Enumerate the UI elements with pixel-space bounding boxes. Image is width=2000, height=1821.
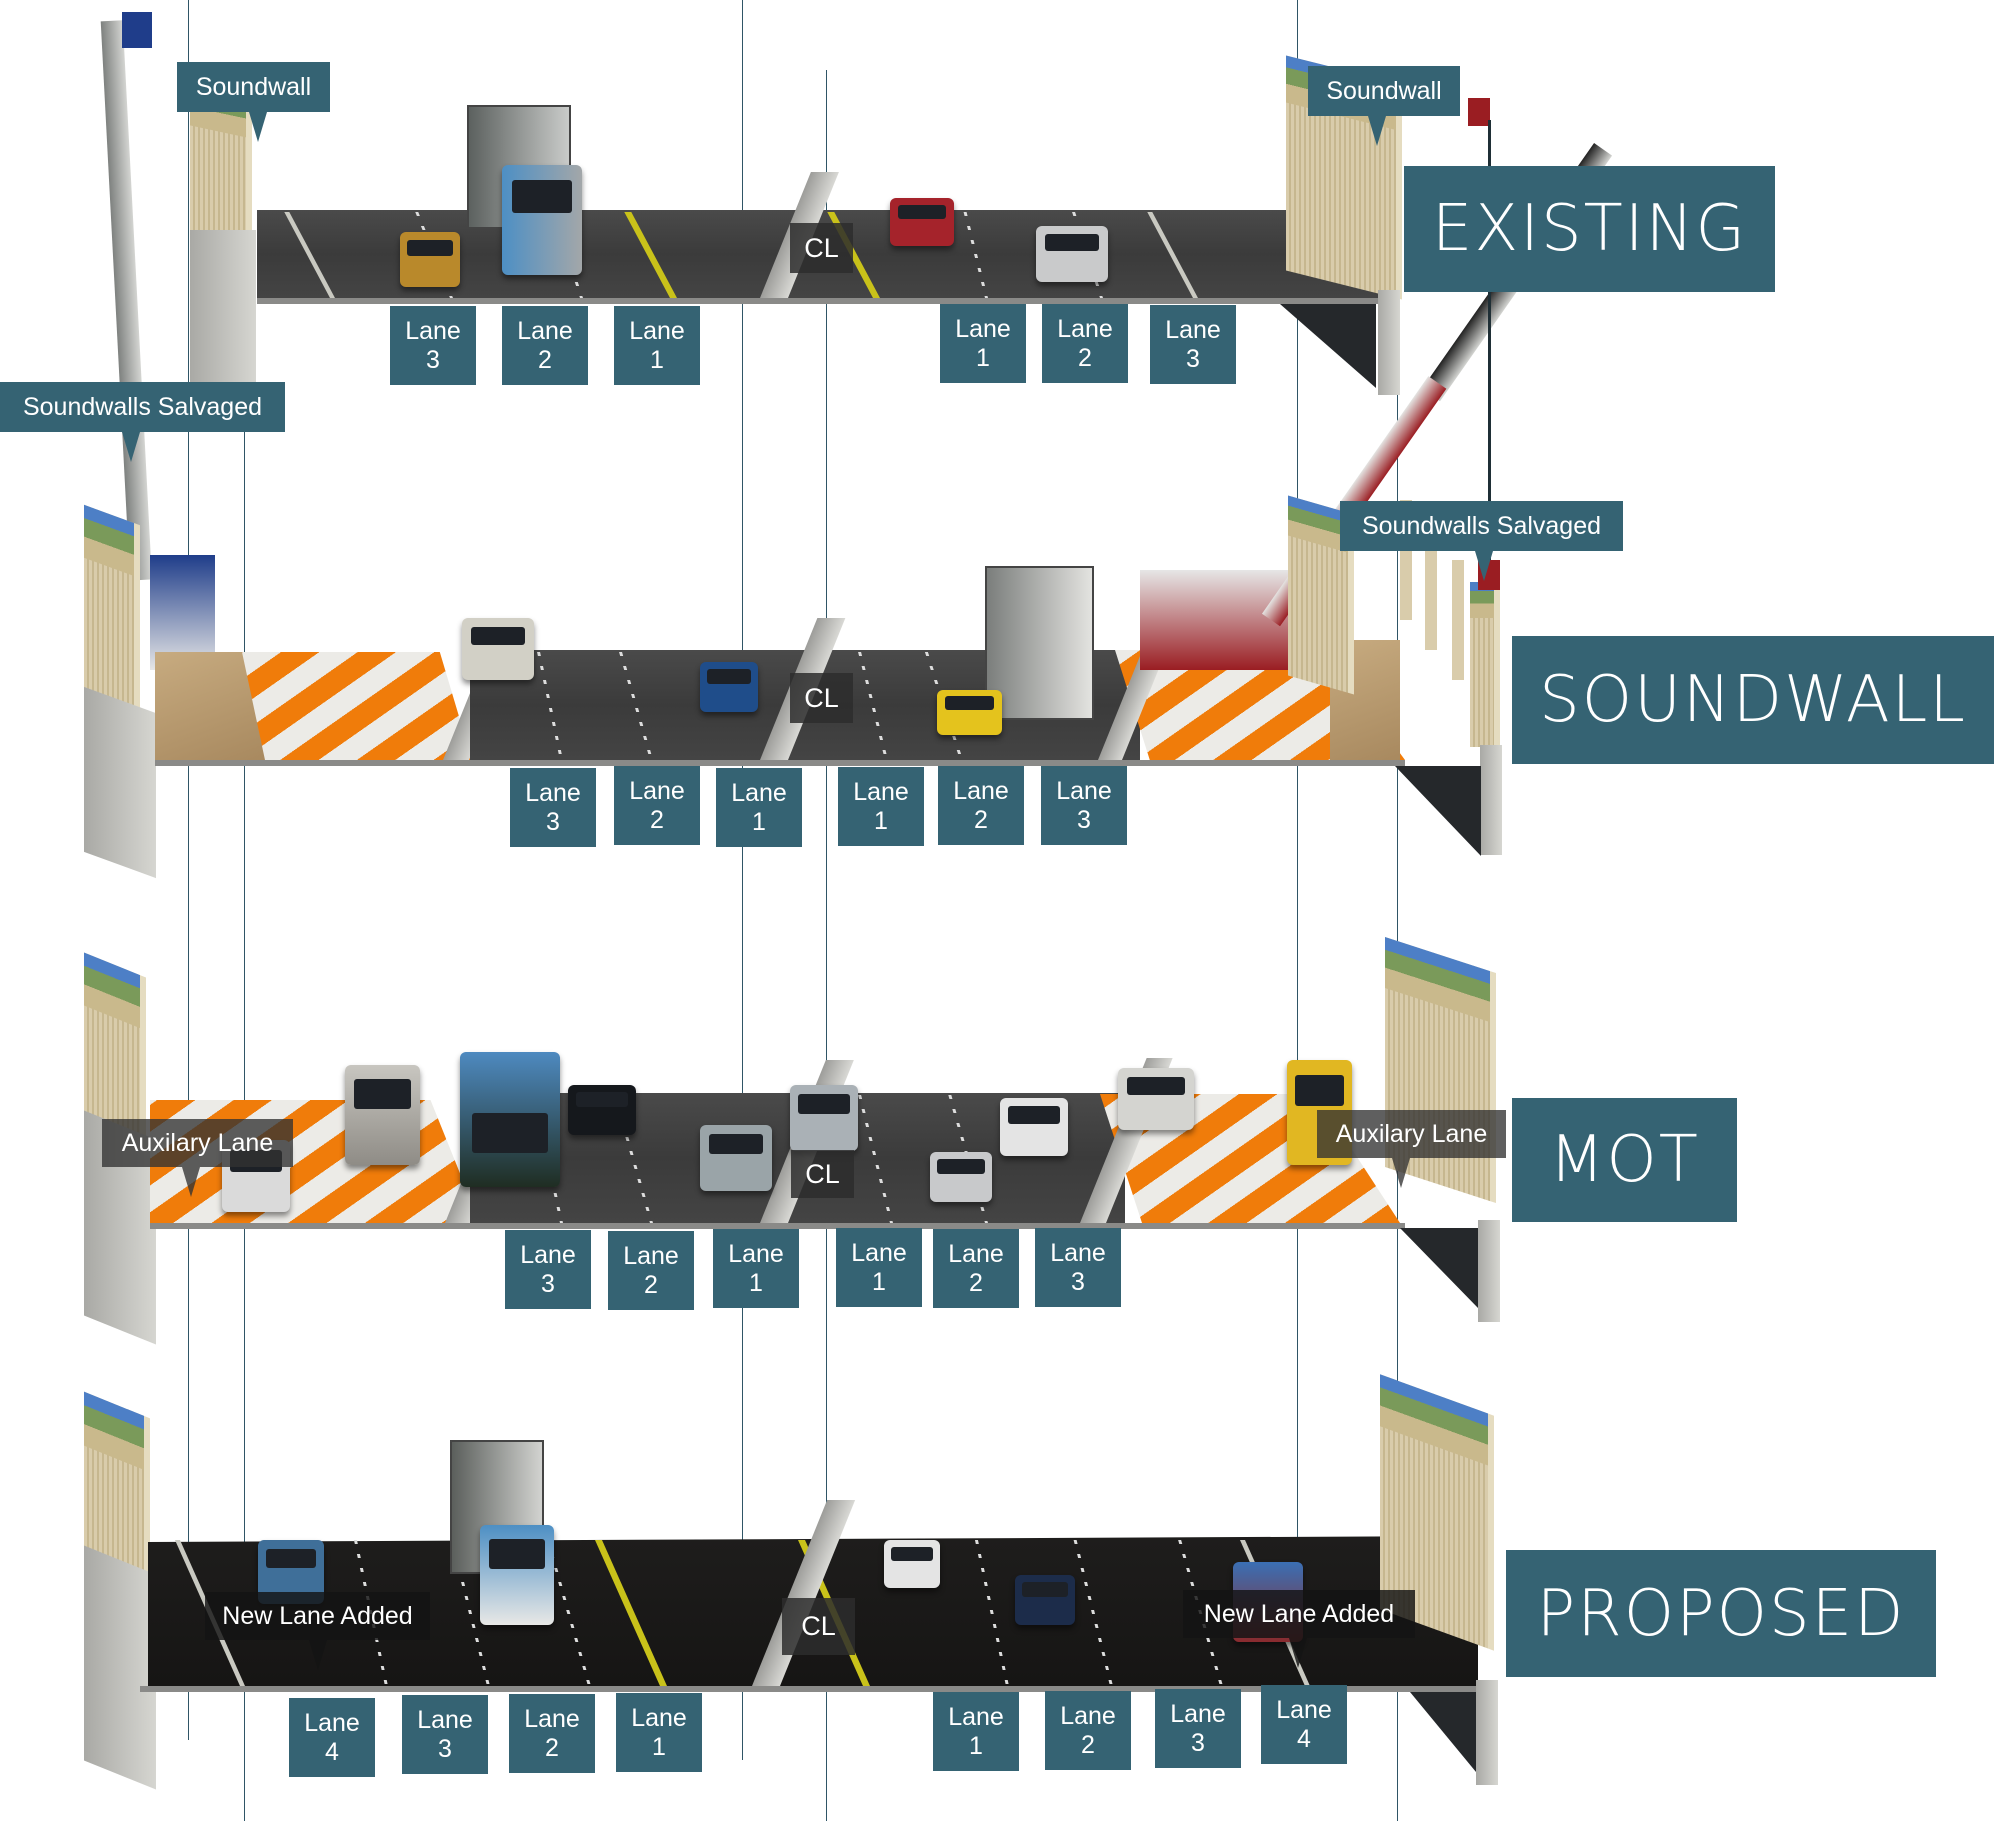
callout-text: Soundwall <box>195 72 312 101</box>
deck-underside <box>1400 1228 1478 1308</box>
wall-base <box>1378 290 1400 395</box>
soundwall-callout: Soundwall <box>177 62 330 142</box>
stage-banner-soundwall: SOUNDWALL <box>1512 636 1994 764</box>
callout-text: Soundwalls Salvaged <box>1361 511 1602 540</box>
crane-cable <box>1488 120 1491 590</box>
auxiliary-lane-callout: Auxilary Lane <box>102 1119 293 1197</box>
stage-banner-proposed: PROPOSED <box>1506 1550 1936 1677</box>
deck-edge <box>140 1686 1480 1692</box>
new-lane-callout: New Lane Added <box>1183 1590 1415 1668</box>
car <box>930 1152 992 1202</box>
crane-head <box>122 12 152 48</box>
callout-text: Auxilary Lane <box>1335 1119 1488 1148</box>
cement-mixer <box>345 1065 420 1165</box>
callout-text: Soundwalls Salvaged <box>22 392 263 421</box>
truck-cab <box>480 1525 554 1625</box>
truck-trailer <box>985 566 1094 720</box>
car <box>1015 1575 1075 1625</box>
guide-line <box>188 0 189 1740</box>
guide-line <box>244 150 245 1821</box>
car <box>1036 226 1108 282</box>
crane-boom <box>100 20 152 581</box>
wall-post <box>1425 530 1437 650</box>
stage-banner-mot: MOT <box>1512 1098 1737 1222</box>
wall-base <box>1476 1680 1498 1785</box>
deck-edge <box>155 760 1405 766</box>
new-lane-callout: New Lane Added <box>205 1592 430 1670</box>
callout-text: Auxilary Lane <box>121 1128 274 1157</box>
callout-text: New Lane Added <box>1203 1599 1395 1628</box>
crane-head <box>1468 98 1490 126</box>
centerline-label: CL <box>782 1598 855 1655</box>
suv <box>1000 1098 1068 1156</box>
stage-banner-existing: EXISTING <box>1404 166 1775 292</box>
wall-base <box>1478 1220 1500 1322</box>
car <box>700 662 758 712</box>
wall-base <box>84 686 156 879</box>
auxiliary-lane-callout: Auxilary Lane <box>1317 1110 1506 1188</box>
car <box>400 232 460 287</box>
hatched-work-zone <box>242 652 472 760</box>
deck-underside <box>1395 766 1481 856</box>
wall-base <box>1480 745 1502 855</box>
wall-base <box>190 230 256 390</box>
wall-base <box>84 1545 156 1790</box>
pickup-truck <box>462 618 534 680</box>
centerline-guide <box>826 70 827 1821</box>
guide-line <box>1297 0 1298 1700</box>
crane-truck <box>150 555 215 670</box>
soundwalls-salvaged-callout: Soundwalls Salvaged <box>1340 501 1623 581</box>
deck-edge <box>257 298 1385 304</box>
centerline-label: CL <box>790 223 853 273</box>
guide-line <box>742 0 743 1760</box>
car <box>890 198 954 246</box>
centerline-label: CL <box>790 673 853 723</box>
car <box>568 1085 636 1135</box>
pickup-truck <box>790 1085 858 1151</box>
suv <box>700 1125 772 1191</box>
soundwall-panel-hoisted <box>1470 582 1500 747</box>
pickup-truck <box>1118 1068 1194 1130</box>
truck-cab <box>502 165 582 275</box>
deck-underside <box>1410 1692 1476 1772</box>
centerline-label: CL <box>791 1150 854 1198</box>
callout-text: New Lane Added <box>222 1601 413 1630</box>
deck-underside <box>1280 304 1376 388</box>
wall-post <box>1452 560 1464 680</box>
car <box>884 1540 940 1588</box>
callout-text: Soundwall <box>1326 76 1442 105</box>
soundwall-callout: Soundwall <box>1308 66 1460 146</box>
soundwalls-salvaged-callout: Soundwalls Salvaged <box>0 382 285 462</box>
car <box>937 690 1002 735</box>
bus <box>460 1052 560 1187</box>
deck-edge <box>150 1223 1405 1229</box>
